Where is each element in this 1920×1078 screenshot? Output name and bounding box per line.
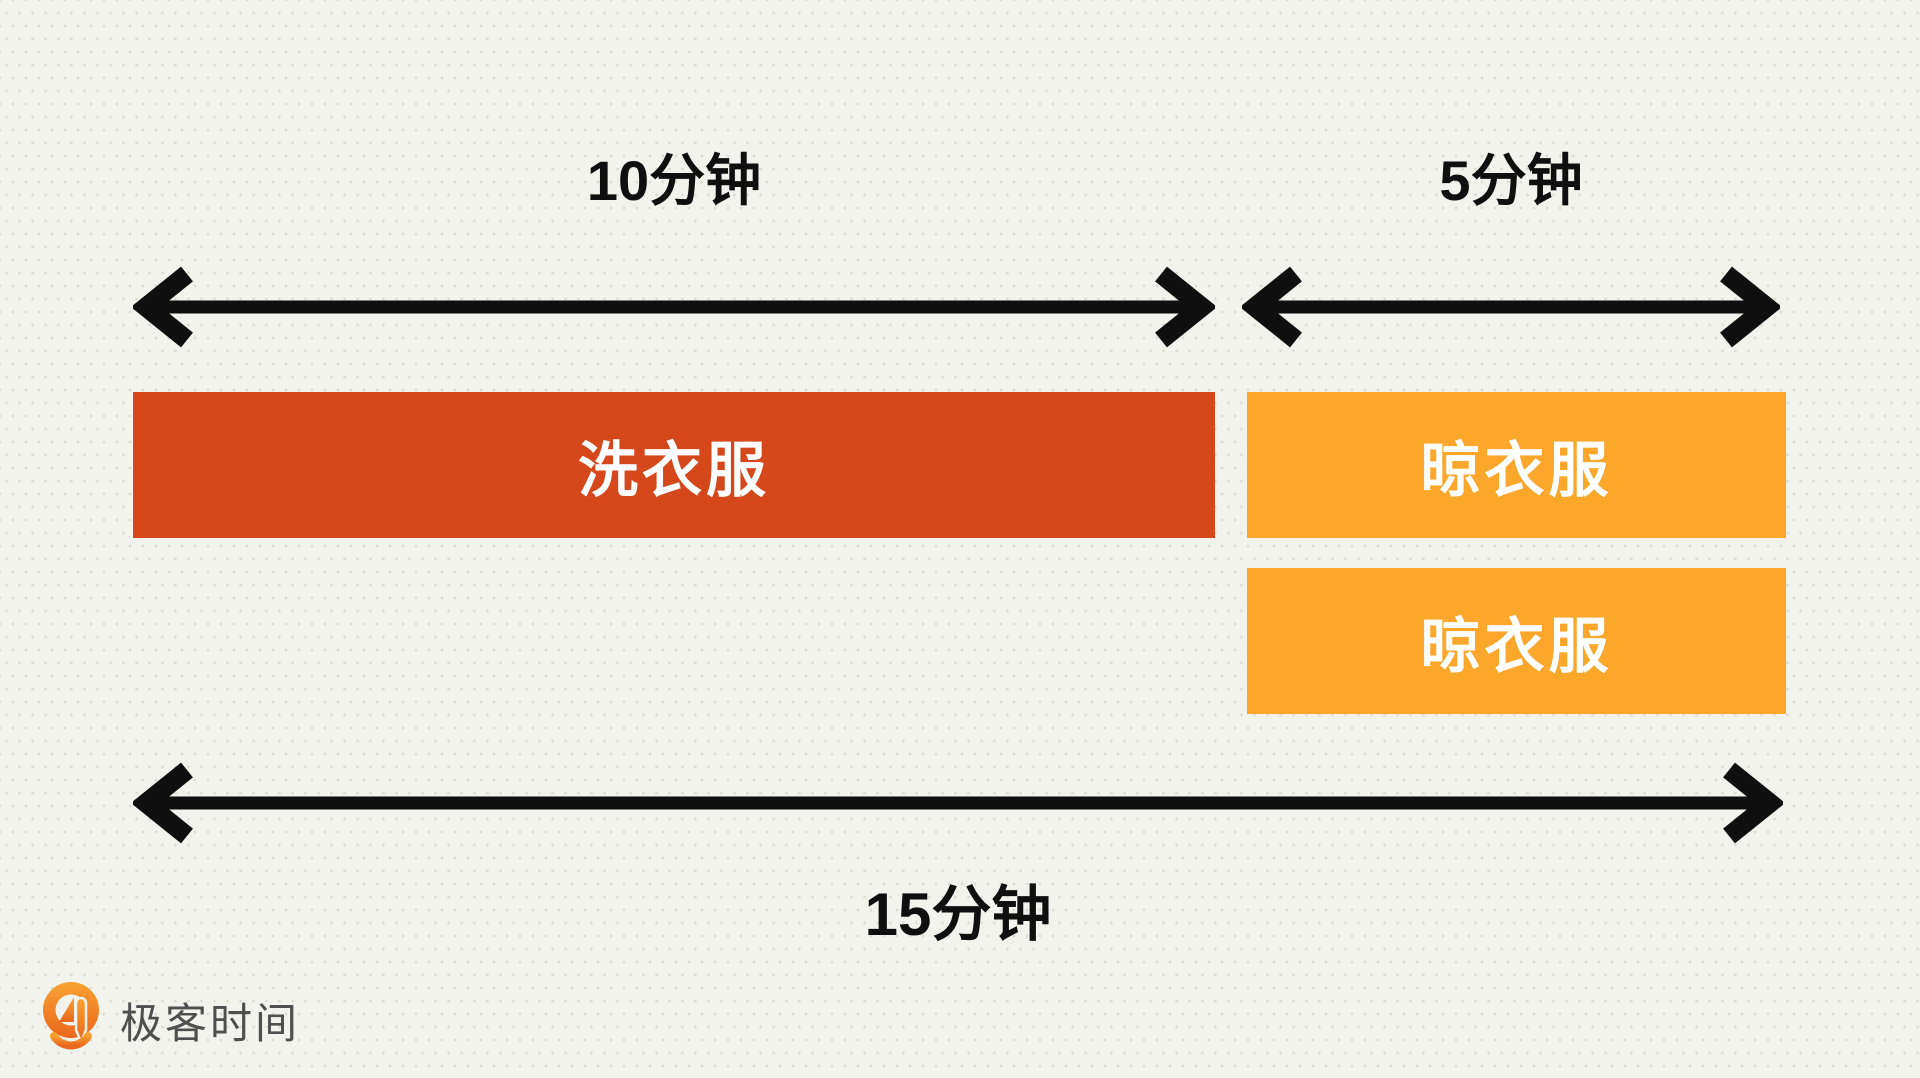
double-arrow-total-span bbox=[133, 762, 1783, 844]
duration-label-dry: 5分钟 bbox=[1439, 149, 1583, 212]
duration-label-wash: 10分钟 bbox=[586, 149, 762, 212]
task-bar-wash: 洗衣服 bbox=[133, 392, 1215, 538]
geektime-logo: 极客时间 bbox=[40, 980, 300, 1060]
double-arrow-wash-span bbox=[133, 266, 1215, 348]
task-bar-dry-2-label: 晾衣服 bbox=[1420, 612, 1613, 680]
duration-label-total: 15分钟 bbox=[864, 881, 1052, 948]
task-bar-dry-1-label: 晾衣服 bbox=[1420, 436, 1613, 504]
task-bar-wash-label: 洗衣服 bbox=[578, 436, 770, 504]
geektime-logo-text: 极客时间 bbox=[120, 999, 301, 1047]
double-arrow-dry-span bbox=[1242, 266, 1780, 348]
geektime-logo-icon bbox=[43, 982, 99, 1050]
task-bar-dry-batch-2: 晾衣服 bbox=[1247, 568, 1786, 714]
task-bar-dry-batch-1: 晾衣服 bbox=[1247, 392, 1786, 538]
